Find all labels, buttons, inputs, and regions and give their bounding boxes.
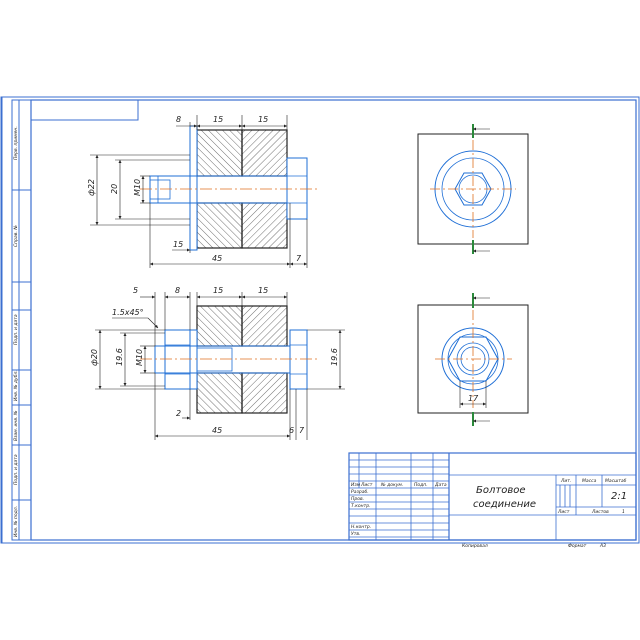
nut-dim-text-group: 17 [468, 394, 479, 403]
plate-left-lower [196, 372, 243, 414]
nut [286, 157, 308, 220]
side-label: Взам. инв. № [13, 410, 19, 441]
tb-listov-value: 1 [622, 509, 625, 515]
dim-text: 45 [212, 426, 222, 435]
tb-header-massa: Масса [582, 478, 597, 484]
dim-text: 8 [175, 286, 180, 295]
side-strip [11, 99, 32, 541]
tb-header-lit: Лит. [560, 478, 571, 484]
tb-col-ndoc: № докум. [380, 482, 403, 488]
side-label: Справ. № [13, 225, 19, 247]
plate-left-upper [196, 305, 243, 347]
tb-row-tkontr: Т.контр. [351, 503, 371, 509]
dim-text: 19.6 [330, 348, 339, 366]
dim-text: 6 [289, 426, 294, 435]
top-view-dim-texts: 8 15 15 ф22 20 M10 15 45 7 [87, 115, 302, 263]
top-view-dimensions [90, 115, 308, 268]
tb-col-list: Лист [360, 482, 373, 488]
dim-text: M10 [135, 349, 144, 366]
bottom-end-view [417, 293, 529, 426]
dim-text: 2 [176, 409, 181, 418]
bottom-view-dim-texts: 5 8 15 15 1.5x45° ф20 19.6 M10 19.6 2 45… [90, 286, 339, 435]
plate-left-upper [196, 129, 243, 177]
dim-text: 5 [133, 286, 138, 295]
nut [289, 329, 308, 390]
dim-text: 7 [296, 254, 302, 263]
dim-text: 15 [258, 115, 268, 124]
drawing-title-line2: соединение [473, 499, 536, 510]
dim-text: M10 [133, 179, 142, 196]
tb-kopiroval: Копировал [462, 543, 488, 549]
title-block [348, 452, 637, 541]
sheet-frame [0, 96, 640, 544]
tb-col-izm: Изм [351, 482, 361, 488]
dim-text: ф22 [87, 179, 96, 196]
dim-text: ф20 [90, 349, 99, 366]
dim-text: 15 [258, 286, 268, 295]
side-label: Инв. № дубл. [13, 370, 19, 401]
plate-right-lower [241, 202, 288, 249]
side-strip-labels: Перв. примен. Справ. № Подп. и дата Инв.… [13, 126, 19, 537]
tb-scale-value: 2:1 [611, 491, 627, 502]
side-label: Подп. и дата [13, 454, 19, 485]
tb-header-masshtab: Масштаб [605, 478, 627, 484]
top-end-view [417, 124, 529, 254]
dim-text: 45 [212, 254, 222, 263]
tb-format-value: А3 [599, 543, 606, 549]
title-block-texts: Изм Лист № докум. Подп. Дата Разраб. Про… [351, 478, 627, 549]
plate-right-upper [241, 305, 288, 347]
drawing-title-line1: Болтовое [476, 485, 525, 496]
plate-right-lower [241, 372, 288, 414]
bottom-view-dimensions [95, 292, 345, 440]
side-label: Перв. примен. [13, 126, 19, 160]
side-label: Инв. № подл. [13, 506, 19, 537]
dim-text: 15 [173, 240, 183, 249]
dim-text: 15 [213, 115, 223, 124]
plate-left-lower [196, 202, 243, 249]
tb-format: Формат [568, 543, 587, 549]
tb-row-prov: Пров. [351, 496, 364, 502]
dim-text: 8 [176, 115, 181, 124]
dim-text: 7 [299, 426, 305, 435]
dim-text: 19.6 [115, 348, 124, 366]
bolt-head [164, 329, 191, 390]
bolt-shank [149, 175, 291, 204]
tb-header-list: Лист [557, 509, 570, 515]
tb-row-utv: Утв. [351, 531, 360, 537]
tb-row-nkontr: Н.контр. [351, 524, 371, 530]
title-block-main: Болтовое соединение 2:1 [473, 485, 627, 510]
tb-header-listov: Листов [591, 509, 609, 515]
dim-text: 20 [110, 184, 119, 194]
plate-right-upper [241, 129, 288, 177]
dim-text: 1.5x45° [112, 308, 144, 317]
dim-text: 15 [213, 286, 223, 295]
tb-col-podp: Подп. [414, 482, 428, 488]
top-section-view [140, 125, 318, 251]
bolt-head [189, 125, 198, 251]
tb-row-razrab: Разраб. [351, 489, 369, 495]
tb-col-data: Дата [434, 482, 447, 488]
bottom-assembly-view [140, 305, 318, 414]
dim-text: 17 [468, 394, 479, 403]
side-label: Подп. и дата [13, 314, 19, 345]
